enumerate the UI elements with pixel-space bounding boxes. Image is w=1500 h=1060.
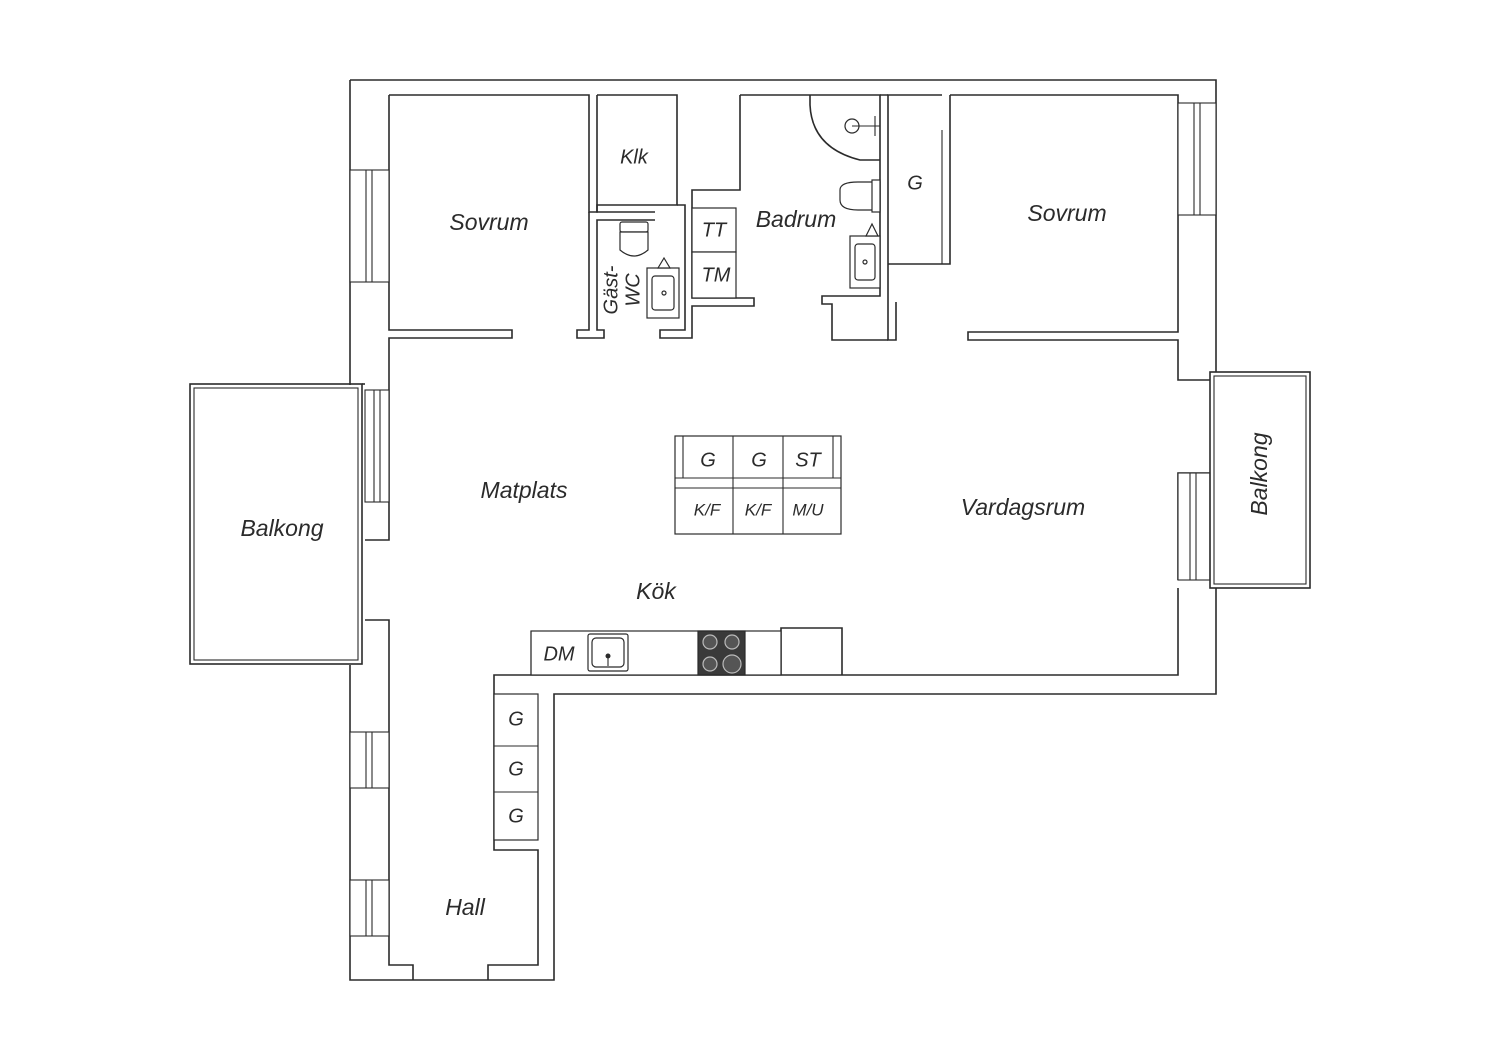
island-label: K/F bbox=[745, 500, 773, 519]
island-label: G bbox=[751, 449, 767, 471]
fixture-label-wardrobe: G bbox=[907, 172, 923, 194]
balkong-left-outline bbox=[189, 383, 363, 665]
balconies bbox=[189, 371, 1311, 665]
hall-wardrobe-label: G bbox=[508, 708, 524, 730]
window-hall-lower bbox=[349, 879, 390, 937]
room-label-gast-wc-2: WC bbox=[622, 273, 644, 307]
island-label: M/U bbox=[792, 500, 824, 519]
window-vardagsrum bbox=[1177, 472, 1211, 581]
window-sovrum-left bbox=[349, 169, 390, 283]
toilet-icon bbox=[619, 221, 649, 257]
island-label: K/F bbox=[694, 500, 722, 519]
bath-fixtures bbox=[619, 95, 943, 319]
hall-wardrobe-label: G bbox=[508, 758, 524, 780]
window-matplats bbox=[364, 389, 390, 503]
toilet-icon bbox=[839, 179, 881, 213]
room-label-kok: Kök bbox=[636, 578, 677, 604]
room-label-hall: Hall bbox=[445, 894, 486, 920]
fixture-label-dm: DM bbox=[543, 643, 574, 665]
hall-wardrobe-label: G bbox=[508, 805, 524, 827]
room-label-matplats: Matplats bbox=[481, 477, 568, 503]
hall-wardrobes bbox=[493, 693, 539, 841]
balkong-right-outline bbox=[1209, 371, 1311, 589]
room-label-sovrum-left: Sovrum bbox=[449, 209, 528, 235]
room-label-sovrum-right: Sovrum bbox=[1027, 200, 1106, 226]
partition-walls bbox=[389, 94, 951, 341]
labels: Sovrum Klk Gäst- WC Badrum Sovrum Matpla… bbox=[240, 146, 1272, 920]
sink-icon bbox=[849, 222, 881, 289]
island-label: G bbox=[700, 449, 716, 471]
room-label-vardagsrum: Vardagsrum bbox=[961, 494, 1085, 520]
room-label-balkong-left: Balkong bbox=[240, 515, 323, 541]
tt-box bbox=[691, 207, 737, 253]
sink-icon bbox=[646, 256, 680, 319]
shower-icon bbox=[809, 95, 880, 161]
tm-box bbox=[691, 251, 737, 299]
window-hall-upper bbox=[349, 731, 390, 789]
kitchen-sink-icon bbox=[587, 633, 629, 672]
room-label-klk: Klk bbox=[620, 146, 649, 168]
fixture-label-tt: TT bbox=[702, 219, 728, 241]
room-label-gast-wc-1: Gäst- bbox=[600, 265, 622, 314]
windows bbox=[349, 102, 1217, 937]
island-label: ST bbox=[795, 449, 822, 471]
window-sovrum-right bbox=[1177, 102, 1217, 216]
room-label-balkong-right: Balkong bbox=[1246, 432, 1272, 515]
hob-icon bbox=[697, 630, 746, 676]
kitchen-island bbox=[674, 435, 842, 535]
kitchen-counter bbox=[530, 630, 782, 676]
room-label-badrum: Badrum bbox=[756, 206, 837, 232]
fixture-label-tm: TM bbox=[702, 264, 731, 286]
